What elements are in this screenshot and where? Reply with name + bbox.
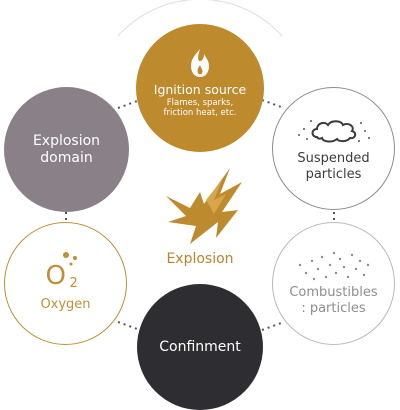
explosion-burst-icon — [166, 168, 242, 244]
confinement-circle: Confinment — [137, 284, 263, 410]
explosion-domain-circle: Explosion domain — [4, 87, 129, 212]
decorative-arc — [117, 0, 283, 37]
oxygen-label: Oxygen — [40, 296, 91, 312]
ignition-subtitle: Flames, sparks, friction heat, etc. — [163, 98, 237, 118]
oxygen-symbol: O — [45, 260, 66, 291]
combustibles-label: Combustibles : particles — [289, 284, 378, 316]
suspended-particles-label: Suspended particles — [297, 150, 370, 182]
connector-oxygen-confinement — [117, 321, 141, 331]
connector-ignition-suspended — [261, 99, 285, 109]
oxygen-formula: O 2 — [44, 249, 88, 293]
confinement-label: Confinment — [159, 338, 241, 355]
suspended-particles-circle: Suspended particles — [272, 87, 395, 210]
ignition-title: Ignition source — [153, 82, 247, 97]
flame-icon — [191, 49, 209, 77]
oxygen-circle: O 2 Oxygen — [4, 222, 127, 345]
combustibles-circle: Combustibles : particles — [272, 222, 395, 345]
dust-cloud-icon — [297, 119, 370, 142]
particles-icon — [298, 251, 369, 280]
connector-domain-ignition — [117, 99, 141, 109]
explosion-label: Explosion — [166, 251, 234, 267]
oxygen-subscript: 2 — [69, 275, 78, 291]
explosion-domain-label: Explosion domain — [32, 132, 101, 166]
connector-confinement-combustibles — [261, 321, 285, 331]
bubbles-icon — [62, 251, 77, 265]
ignition-source-circle: Ignition source Flames, sparks, friction… — [136, 24, 264, 152]
